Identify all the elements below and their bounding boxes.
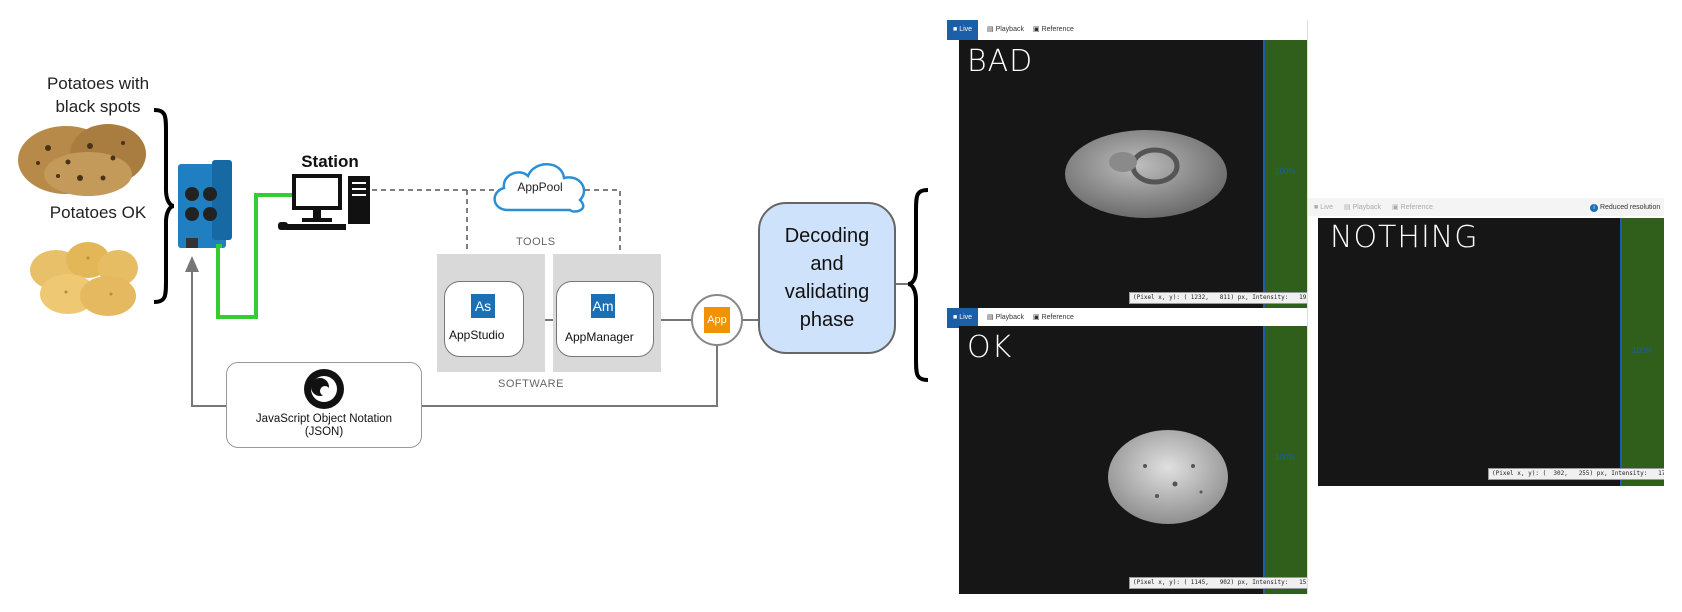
potato-ok-image bbox=[1108, 430, 1228, 524]
info-icon: i bbox=[1590, 204, 1598, 212]
camera-view-ok: OK 100% (Pixel x, y): ( 1145, 902) px, I… bbox=[959, 326, 1307, 594]
result-pct-nothing: 100% bbox=[1632, 346, 1653, 355]
decoding-phase-label: Decoding and validating phase bbox=[784, 225, 870, 331]
tab-live[interactable]: ■ Live bbox=[1314, 204, 1334, 211]
tab-live[interactable]: ■ Live bbox=[947, 20, 979, 40]
tools-label: TOOLS bbox=[516, 236, 556, 248]
station-label: Station bbox=[301, 152, 359, 171]
appmanager-label: AppManager bbox=[565, 330, 634, 344]
json-line1: JavaScript Object Notation bbox=[255, 413, 393, 425]
decoding-phase-box: Decoding and validating phase bbox=[758, 202, 896, 354]
result-label-nothing: NOTHING bbox=[1330, 220, 1479, 255]
output-brace bbox=[907, 188, 929, 382]
app-node-label: App bbox=[704, 307, 730, 333]
result-bar-bad bbox=[1263, 40, 1307, 310]
appstudio-icon: As bbox=[471, 294, 495, 318]
result-pct-ok: 100% bbox=[1275, 453, 1296, 462]
result-panel-bad: ■ Live ▤ Playback ▣ Reference BAD 100% (… bbox=[947, 20, 1308, 310]
panel-tabs: ■ Live ▤ Playback ▣ Reference i Reduced … bbox=[1308, 198, 1664, 216]
result-bar-ok bbox=[1263, 326, 1307, 594]
json-line2: (JSON) bbox=[304, 426, 344, 438]
appmanager-card[interactable]: Am AppManager bbox=[556, 281, 654, 357]
result-panel-ok: ■ Live ▤ Playback ▣ Reference OK 100% (P… bbox=[947, 308, 1308, 594]
pixel-info-bad: (Pixel x, y): ( 1232, 811) px, Intensity… bbox=[1129, 292, 1307, 304]
json-logo-icon bbox=[304, 369, 344, 409]
tab-playback[interactable]: ▤ Playback bbox=[987, 314, 1024, 321]
panel-tabs: ■ Live ▤ Playback ▣ Reference bbox=[947, 308, 1307, 328]
pixel-info-nothing: (Pixel x, y): ( 302, 255) px, Intensity:… bbox=[1488, 468, 1664, 480]
tab-live[interactable]: ■ Live bbox=[947, 308, 979, 328]
tab-playback[interactable]: ▤ Playback bbox=[1344, 204, 1381, 211]
reduced-resolution-indicator: i Reduced resolution bbox=[1590, 198, 1660, 218]
result-pct-bad: 100% bbox=[1275, 167, 1296, 176]
app-node[interactable]: App bbox=[691, 294, 743, 346]
bad-potatoes-image bbox=[18, 124, 146, 196]
tab-playback[interactable]: ▤ Playback bbox=[987, 26, 1024, 33]
appstudio-label: AppStudio bbox=[449, 328, 505, 342]
camera-icon bbox=[178, 160, 232, 248]
software-label: SOFTWARE bbox=[498, 378, 564, 390]
appstudio-card[interactable]: As AppStudio bbox=[444, 281, 524, 357]
camera-view-nothing: NOTHING 100% (Pixel x, y): ( 302, 255) p… bbox=[1318, 218, 1664, 486]
input-brace bbox=[153, 108, 175, 304]
result-panel-nothing: ■ Live ▤ Playback ▣ Reference i Reduced … bbox=[1308, 198, 1664, 488]
appmanager-icon: Am bbox=[591, 294, 615, 318]
result-label-ok: OK bbox=[967, 330, 1013, 365]
camera-view-bad: BAD 100% (Pixel x, y): ( 1232, 811) px, … bbox=[959, 40, 1307, 310]
apppool-label: AppPool bbox=[517, 180, 563, 194]
result-bar-nothing bbox=[1620, 218, 1664, 486]
tab-reference[interactable]: ▣ Reference bbox=[1033, 314, 1074, 321]
cloud-icon bbox=[493, 163, 586, 213]
ok-potatoes-label: Potatoes OK bbox=[49, 203, 147, 222]
tab-reference[interactable]: ▣ Reference bbox=[1392, 204, 1433, 211]
tab-reference[interactable]: ▣ Reference bbox=[1033, 26, 1074, 33]
result-label-bad: BAD bbox=[967, 44, 1034, 79]
panel-tabs: ■ Live ▤ Playback ▣ Reference bbox=[947, 20, 1307, 40]
computer-icon bbox=[278, 174, 370, 230]
pixel-info-ok: (Pixel x, y): ( 1145, 902) px, Intensity… bbox=[1129, 577, 1307, 589]
bad-potatoes-label: Potatoes with black spots bbox=[46, 74, 150, 116]
json-box: JavaScript Object Notation (JSON) bbox=[226, 362, 422, 448]
ok-potatoes-image bbox=[30, 242, 138, 316]
potato-bad-image bbox=[1065, 130, 1227, 218]
